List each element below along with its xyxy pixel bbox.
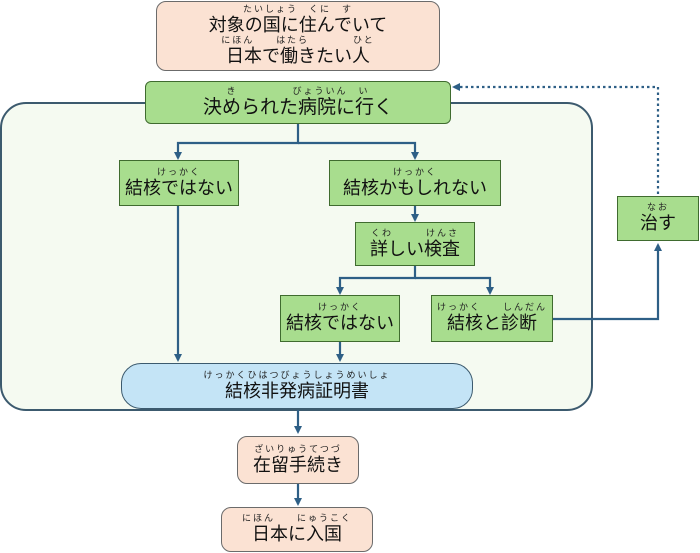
node-target-line-2: 日本で働きたい人 [226,46,370,67]
node-residence-ruby: ざいりゅうてつづ [254,444,342,455]
node-certificate-label: 結核非発病証明書 [225,380,369,402]
node-entry-ruby: にほん にゅうこく [241,514,352,524]
node-not-tb-left: けっかく 結核ではない [119,160,239,206]
node-residence-procedure: ざいりゅうてつづ 在留手続き [237,436,359,484]
arrow-diagnosis-to-cure [553,243,662,321]
node-target-line-1: 対象の国に住んでいて [208,15,388,36]
node-detailed-exam: くわ けんさ 詳しい検査 [355,222,475,266]
node-not-tb-left-ruby: けっかく [156,167,201,178]
node-target-people: たいしょう くに す 対象の国に住んでいて にほん はたら ひと 日本で働きたい… [156,1,440,71]
node-tb-diagnosis-label: 結核と診断 [447,313,537,334]
node-tb-diagnosis: けっかく しんだん 結核と診断 [431,295,553,342]
node-target-ruby-1: たいしょう くに す [242,5,353,15]
node-detailed-exam-ruby: くわ けんさ [370,228,459,239]
node-enter-japan: にほん にゅうこく 日本に入国 [221,507,373,552]
node-cure-label: 治す [640,213,676,234]
node-hospital-ruby: き びょういん い [226,87,370,97]
node-not-tb-middle: けっかく 結核ではない [280,295,400,342]
node-tb-free-certificate: けっかくひはつびょうしょうめいしょ 結核非発病証明書 [121,363,473,409]
node-maybe-tb-ruby: けっかく [392,167,437,178]
medical-process-region [0,102,593,411]
node-entry-label: 日本に入国 [252,524,342,545]
arrow-branch-to-diagnosis [415,276,494,295]
node-not-tb-left-label: 結核ではない [125,177,233,199]
node-cure: なお 治す [617,196,699,241]
node-maybe-tb: けっかく 結核かもしれない [329,160,501,206]
node-not-tb-middle-ruby: けっかく [317,303,362,313]
node-tb-diagnosis-ruby: けっかく しんだん [436,303,547,313]
node-maybe-tb-label: 結核かもしれない [343,177,487,199]
node-target-ruby-2: にほん はたら ひと [221,36,375,46]
node-not-tb-middle-label: 結核ではない [286,313,394,334]
node-cure-ruby: なお [646,203,669,213]
node-certificate-ruby: けっかくひはつびょうしょうめいしょ [203,370,391,381]
node-detailed-exam-label: 詳しい検査 [370,238,460,260]
arrow-hospital-to-branches [174,123,300,160]
node-residence-label: 在留手続き [253,454,343,476]
arrow-cure-back-to-hospital [452,83,660,194]
arrow-detailed-to-branches [336,266,417,295]
node-hospital-label: 決められた病院に行く [202,96,393,118]
node-go-to-hospital: き びょういん い 決められた病院に行く [145,81,451,124]
arrow-branch-to-maybe [298,141,419,160]
